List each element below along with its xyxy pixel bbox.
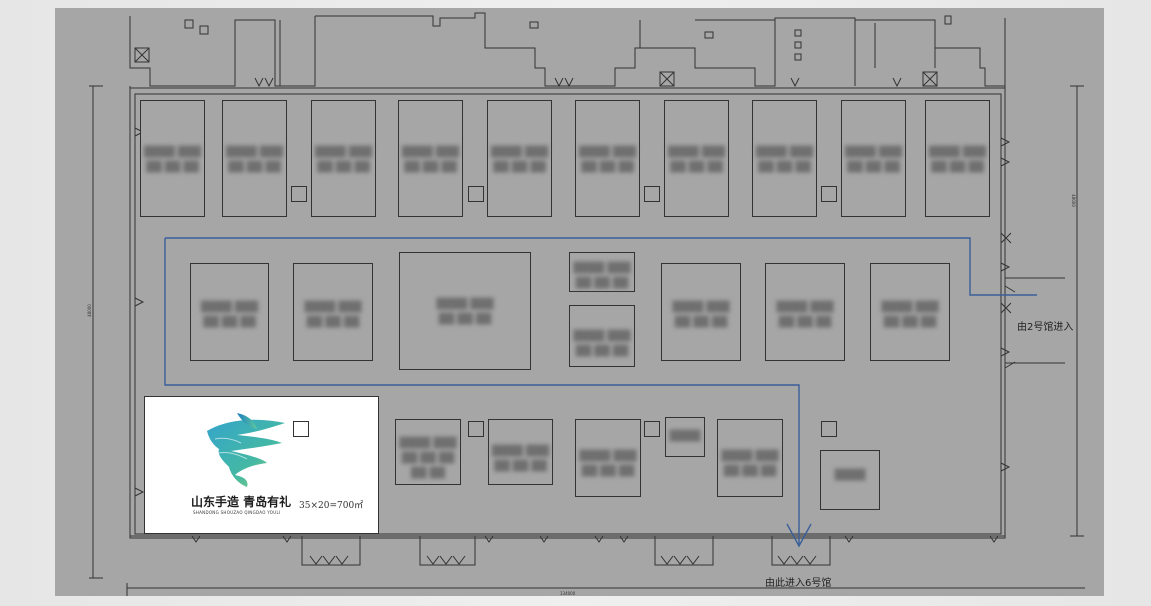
floor-plan-lines bbox=[89, 12, 1085, 596]
dimension-width: 134000 bbox=[560, 591, 576, 596]
booth: ████ bbox=[665, 417, 705, 457]
entrance-hall6-label: 由此进入6号馆 bbox=[765, 578, 832, 589]
dimension-height-left: 48000 bbox=[86, 304, 92, 317]
pillar bbox=[821, 186, 837, 202]
booth: ████ █████ ██ ██ bbox=[925, 100, 990, 217]
pillar bbox=[821, 421, 837, 437]
booth: ████ █████ ██ ██ bbox=[661, 263, 741, 361]
booth: ████ █████ ██ ██ bbox=[311, 100, 376, 217]
booth: ████ █████ ██ ██ bbox=[870, 263, 950, 361]
feature-booth: 山东手造 青岛有礼 SHANDONG SHOUZAO QINGDAO YOULI… bbox=[144, 396, 379, 534]
logo-brush-icon bbox=[207, 413, 285, 487]
pillar bbox=[291, 186, 307, 202]
feature-booth-area: 35×20=700㎡ bbox=[299, 501, 364, 511]
booth: ████ █████ ██ ██ bbox=[399, 252, 531, 370]
booth: ████ █████ ██ ██ bbox=[293, 263, 373, 361]
booth: ████ █████ ██ ██ bbox=[487, 100, 552, 217]
pillar bbox=[468, 421, 484, 437]
booth: ████ █████ ██ ██ bbox=[569, 252, 635, 292]
booth: ████ █████ ██ ████ ██ bbox=[395, 419, 461, 485]
booth: ████ █████ ██ ██ bbox=[488, 419, 553, 485]
pillar bbox=[468, 186, 484, 202]
booth: ████ █████ ██ ██ bbox=[752, 100, 817, 217]
booth: ████ █████ ██ ██ bbox=[664, 100, 729, 217]
booth: ████ █████ ██ ██ bbox=[190, 263, 269, 361]
booth: ████ █████ ██ ██ bbox=[398, 100, 463, 217]
booth: ████ █████ ██ ██ bbox=[222, 100, 287, 217]
booth: ████ █████ ██ ██ bbox=[140, 100, 205, 217]
booth: ████ bbox=[820, 450, 880, 510]
booth: ████ █████ ██ ██ bbox=[575, 100, 640, 217]
booth: ████ █████ ██ ██ bbox=[569, 305, 635, 367]
booth: ████ █████ ██ ██ bbox=[841, 100, 906, 217]
booth: ████ █████ ██ ██ bbox=[765, 263, 845, 361]
pillar bbox=[644, 421, 660, 437]
feature-booth-title: 山东手造 青岛有礼 bbox=[191, 495, 292, 509]
booth: ████ █████ ██ ██ bbox=[575, 419, 641, 497]
dimension-height-right: 48000 bbox=[1070, 194, 1076, 207]
feature-booth-subtitle: SHANDONG SHOUZAO QINGDAO YOULI bbox=[193, 510, 281, 515]
entrance-hall2-label: 由2号馆进入 bbox=[1017, 322, 1074, 333]
pillar bbox=[293, 421, 309, 437]
booth: ████ █████ ██ ██ bbox=[717, 419, 783, 497]
pillar bbox=[644, 186, 660, 202]
